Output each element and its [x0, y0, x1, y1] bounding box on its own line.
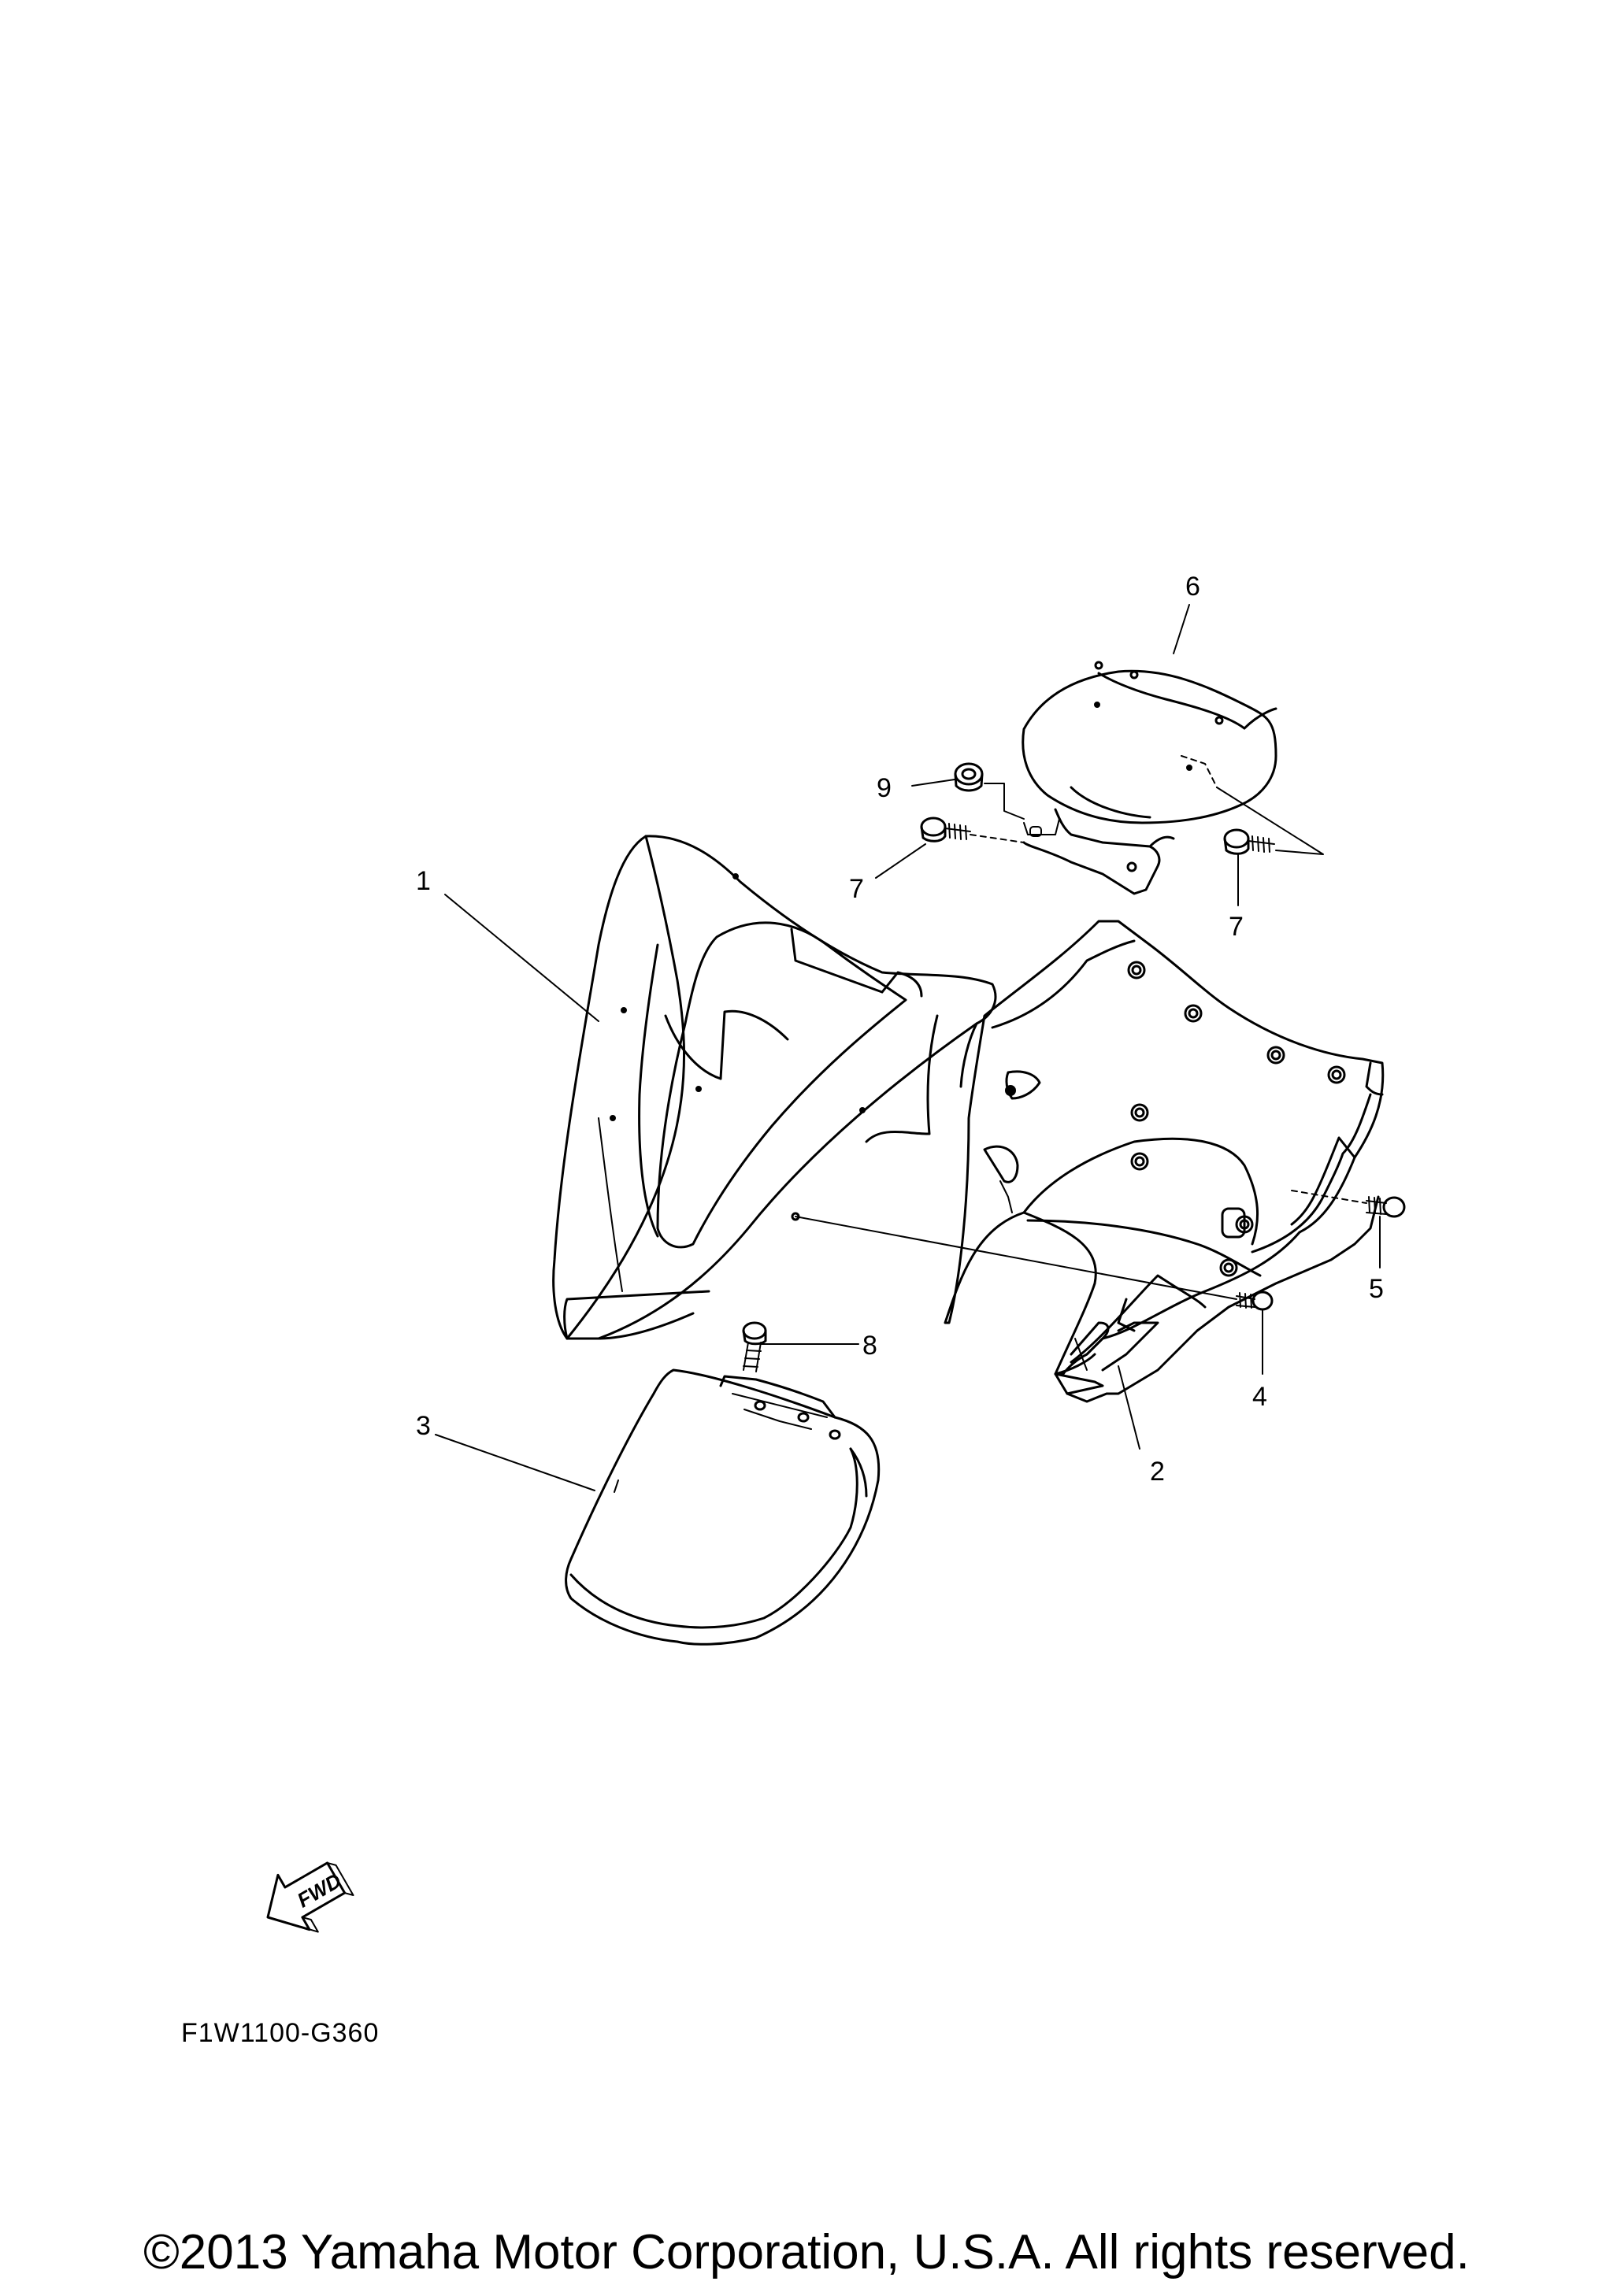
part-2-inner-panel: [944, 920, 1385, 1403]
part-4-bolt: [795, 1216, 1274, 1311]
part-5-bolt: [1291, 1190, 1406, 1218]
fwd-direction-arrow: FWD: [266, 1861, 354, 1933]
callout-2: 2: [1150, 1457, 1165, 1487]
callout-5: 5: [1369, 1274, 1384, 1304]
callout-8: 8: [862, 1331, 877, 1361]
copyright-notice: ©2013 Yamaha Motor Corporation, U.S.A. A…: [143, 2225, 1470, 2279]
fwd-label: FWD: [293, 1868, 345, 1913]
part-6-visor: [1022, 661, 1324, 895]
callout-9: 9: [877, 773, 892, 803]
callout-7-right: 7: [1229, 912, 1244, 942]
leader-lines: [435, 604, 1381, 1491]
callout-1: 1: [416, 866, 431, 896]
part-8-screw: [742, 1321, 767, 1372]
callout-4: 4: [1252, 1382, 1267, 1412]
callout-7-left: 7: [849, 874, 864, 904]
part-9-grommet: [954, 762, 1025, 820]
part-7-screw-left: [920, 817, 1025, 843]
part-1-front-cover: [552, 835, 997, 1340]
callouts: 1 2 3 4 5 6 7 7 8 9: [416, 572, 1384, 1487]
callout-6: 6: [1185, 572, 1200, 602]
part-3-front-fender: [565, 1368, 881, 1646]
drawing-code: F1W1100-G360: [181, 2018, 380, 2048]
part-7-screw-right: [1223, 828, 1275, 855]
callout-3: 3: [416, 1411, 431, 1441]
